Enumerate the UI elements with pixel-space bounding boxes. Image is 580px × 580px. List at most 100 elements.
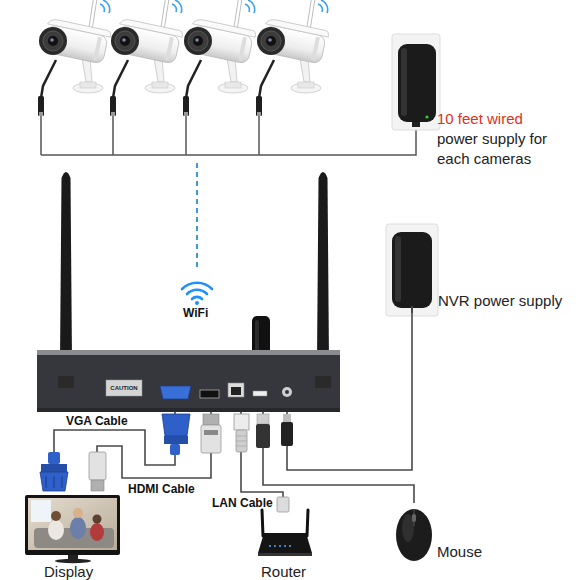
usb-plug bbox=[257, 414, 269, 424]
display-vga-plug bbox=[41, 464, 67, 472]
camera-symbol bbox=[110, 0, 183, 116]
cable-label: LAN Cable bbox=[212, 496, 312, 510]
display-monitor bbox=[31, 500, 51, 522]
hdmi-plug bbox=[204, 430, 218, 435]
nvr-body bbox=[253, 391, 267, 396]
camera-power-adapter bbox=[401, 48, 407, 116]
display-monitor bbox=[28, 498, 117, 550]
node-label: NVR power supply bbox=[438, 291, 578, 311]
display-monitor bbox=[55, 559, 91, 563]
camera-symbol bbox=[183, 0, 256, 116]
display-hdmi-plug bbox=[89, 452, 106, 480]
nvr-body bbox=[37, 350, 340, 412]
nvr-body bbox=[282, 387, 292, 397]
nvr-body bbox=[228, 383, 244, 397]
router-symbol bbox=[284, 545, 286, 547]
nvr-body bbox=[285, 390, 289, 394]
router-lan-plug bbox=[277, 497, 289, 512]
display-hdmi-plug bbox=[91, 480, 104, 491]
wifi-icon bbox=[192, 297, 202, 299]
camera-power-adapter bbox=[392, 34, 440, 130]
nvr-power-adapter bbox=[392, 232, 432, 308]
router-symbol bbox=[258, 553, 312, 556]
display-monitor bbox=[25, 495, 120, 563]
display-monitor bbox=[25, 495, 120, 555]
nvr-power-adapter bbox=[386, 224, 438, 316]
node-body-text: power supply for each cameras bbox=[437, 129, 577, 169]
cable-connector bbox=[54, 412, 175, 465]
display-unit: Display bbox=[22, 452, 122, 562]
camera-power-adapter bbox=[392, 34, 440, 130]
display-vga-plug bbox=[46, 476, 62, 488]
mouse-symbol bbox=[396, 509, 432, 561]
nvr-body bbox=[37, 408, 340, 412]
vga-plug bbox=[170, 444, 180, 455]
cable-connector bbox=[263, 412, 414, 503]
router-symbol bbox=[258, 533, 312, 553]
hdmi-plug bbox=[203, 414, 219, 425]
camera-power-adapter bbox=[412, 122, 420, 127]
mouse-symbol bbox=[412, 514, 416, 522]
lan-plug bbox=[234, 414, 249, 452]
display-monitor bbox=[73, 508, 83, 518]
router-symbol bbox=[289, 545, 291, 547]
vga-plug bbox=[162, 414, 190, 436]
node-label: Mouse bbox=[437, 543, 527, 561]
nvr-body bbox=[231, 387, 241, 395]
power-plug bbox=[281, 422, 293, 446]
vga-plug bbox=[162, 414, 190, 455]
node-label: Router bbox=[261, 563, 341, 580]
router-symbol bbox=[269, 545, 271, 547]
nvr-body bbox=[58, 376, 74, 388]
cable-connector bbox=[287, 312, 412, 470]
wifi-icon bbox=[182, 283, 212, 289]
camera-power-supply: 10 feet wiredpower supply for each camer… bbox=[395, 38, 440, 128]
node-label: Display bbox=[44, 563, 134, 580]
camera-power-adapter bbox=[425, 115, 428, 118]
nvr-body bbox=[106, 380, 142, 396]
router-unit: Router bbox=[255, 503, 312, 563]
camera-power-wire bbox=[41, 116, 416, 155]
router-symbol bbox=[279, 545, 281, 547]
cable-label: HDMI Cable bbox=[128, 482, 228, 496]
wifi-icon bbox=[187, 290, 207, 294]
router-symbol bbox=[274, 545, 276, 547]
camera-symbol bbox=[38, 0, 111, 116]
camera-symbol bbox=[256, 0, 329, 116]
antenna bbox=[317, 172, 329, 362]
router-lan-plug bbox=[277, 497, 289, 512]
wifi-icon bbox=[182, 283, 212, 305]
mouse-symbol bbox=[396, 509, 432, 561]
hdmi-plug bbox=[201, 414, 221, 453]
display-monitor bbox=[90, 523, 104, 541]
camera-power-adapter bbox=[398, 44, 436, 122]
usb-plug bbox=[256, 424, 270, 448]
wifi-link bbox=[196, 163, 198, 268]
cable-label: VGA Cable bbox=[66, 414, 166, 428]
router-symbol bbox=[258, 510, 312, 556]
power-plug bbox=[281, 414, 293, 446]
mouse-unit: Mouse bbox=[393, 503, 433, 563]
vga-plug bbox=[164, 436, 188, 444]
display-monitor bbox=[48, 520, 64, 540]
wifi-icon bbox=[195, 301, 199, 305]
nvr-body bbox=[200, 390, 219, 398]
free-label: WiFi bbox=[183, 306, 243, 320]
power-plug bbox=[283, 414, 291, 422]
lan-plug bbox=[236, 436, 247, 446]
router-symbol bbox=[262, 510, 263, 536]
display-vga-plug bbox=[40, 452, 68, 491]
lan-plug bbox=[236, 430, 247, 452]
lan-plug bbox=[234, 414, 249, 430]
nvr-power-adapter bbox=[411, 306, 413, 313]
nvr-power-supply: NVR power supply bbox=[390, 228, 435, 312]
display-monitor bbox=[93, 515, 102, 524]
nvr-power-adapter bbox=[386, 224, 438, 316]
antenna bbox=[60, 172, 72, 362]
nvr-recorder: CAUTION bbox=[37, 355, 340, 412]
nvr-body bbox=[315, 376, 331, 388]
